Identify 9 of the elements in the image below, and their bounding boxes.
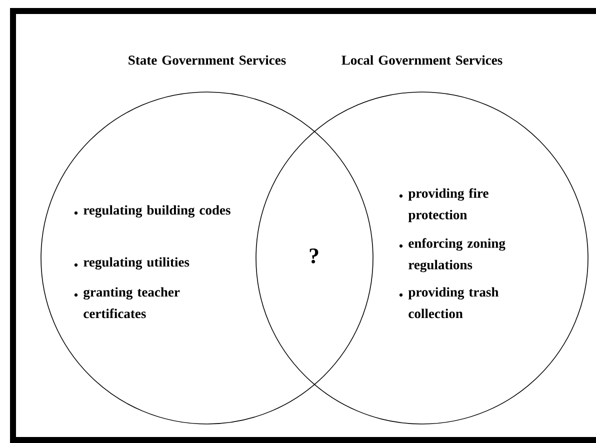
bullet-item: providing trash collection bbox=[399, 287, 499, 318]
bullet-item: providing fire protection bbox=[399, 188, 488, 222]
bullet-item: granting teacher certificates bbox=[74, 287, 180, 318]
bullet-item: enforcing zoning regulations bbox=[399, 238, 506, 272]
heading: State Government Services bbox=[128, 55, 286, 65]
heading: Local Government Services bbox=[342, 55, 502, 65]
bullet-item: regulating utilities bbox=[74, 257, 190, 270]
question-mark: ? bbox=[310, 248, 318, 264]
bullet-item: regulating building codes bbox=[74, 205, 230, 218]
